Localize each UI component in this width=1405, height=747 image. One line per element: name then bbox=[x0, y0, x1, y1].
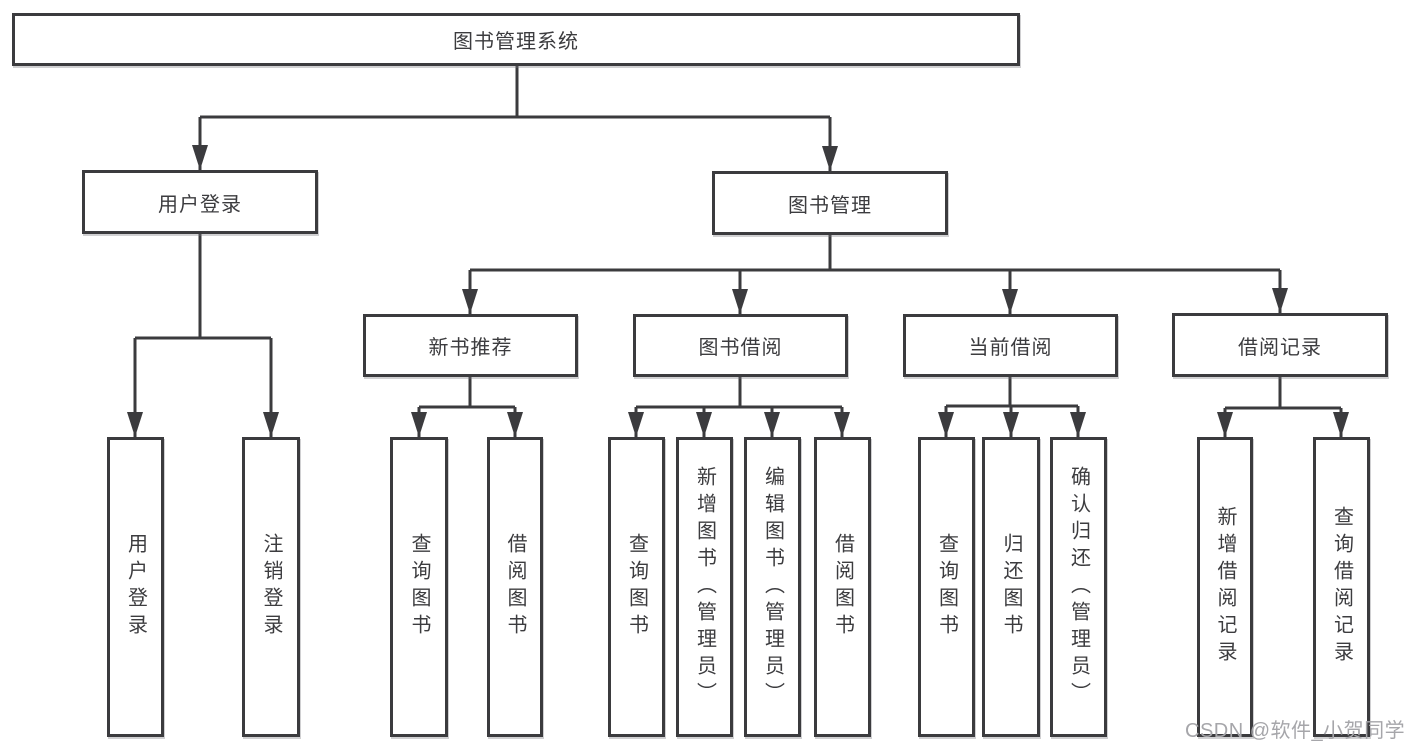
leaf-user-login: 用户登录 bbox=[107, 437, 164, 737]
leaf-newbook-query-books: 查询图书 bbox=[390, 437, 448, 737]
node-new-book-recommend: 新书推荐 bbox=[363, 314, 578, 377]
leaf-borrow-add-book-admin: 新增图书（管理员） bbox=[676, 437, 733, 737]
leaf-borrow-edit-book-admin: 编辑图书（管理员） bbox=[744, 437, 801, 737]
node-book-borrow: 图书借阅 bbox=[633, 314, 848, 377]
leaf-borrow-borrow-books: 借阅图书 bbox=[814, 437, 871, 737]
node-book-management: 图书管理 bbox=[712, 171, 948, 235]
leaf-record-query-borrow-record: 查询借阅记录 bbox=[1313, 437, 1370, 737]
leaf-current-confirm-return-admin: 确认归还（管理员） bbox=[1050, 437, 1107, 737]
leaf-record-add-borrow-record: 新增借阅记录 bbox=[1197, 437, 1253, 737]
leaf-current-query-books: 查询图书 bbox=[918, 437, 975, 737]
leaf-current-return-books: 归还图书 bbox=[982, 437, 1040, 737]
node-user-login: 用户登录 bbox=[82, 170, 318, 234]
node-borrow-record: 借阅记录 bbox=[1172, 313, 1388, 377]
node-current-borrow: 当前借阅 bbox=[903, 314, 1118, 377]
leaf-newbook-borrow-books: 借阅图书 bbox=[487, 437, 543, 737]
leaf-logout: 注销登录 bbox=[242, 437, 300, 737]
node-library-management-system: 图书管理系统 bbox=[12, 13, 1020, 66]
leaf-borrow-query-books: 查询图书 bbox=[608, 437, 665, 737]
watermark: CSDN @软件_小贺同学 bbox=[1185, 720, 1405, 742]
